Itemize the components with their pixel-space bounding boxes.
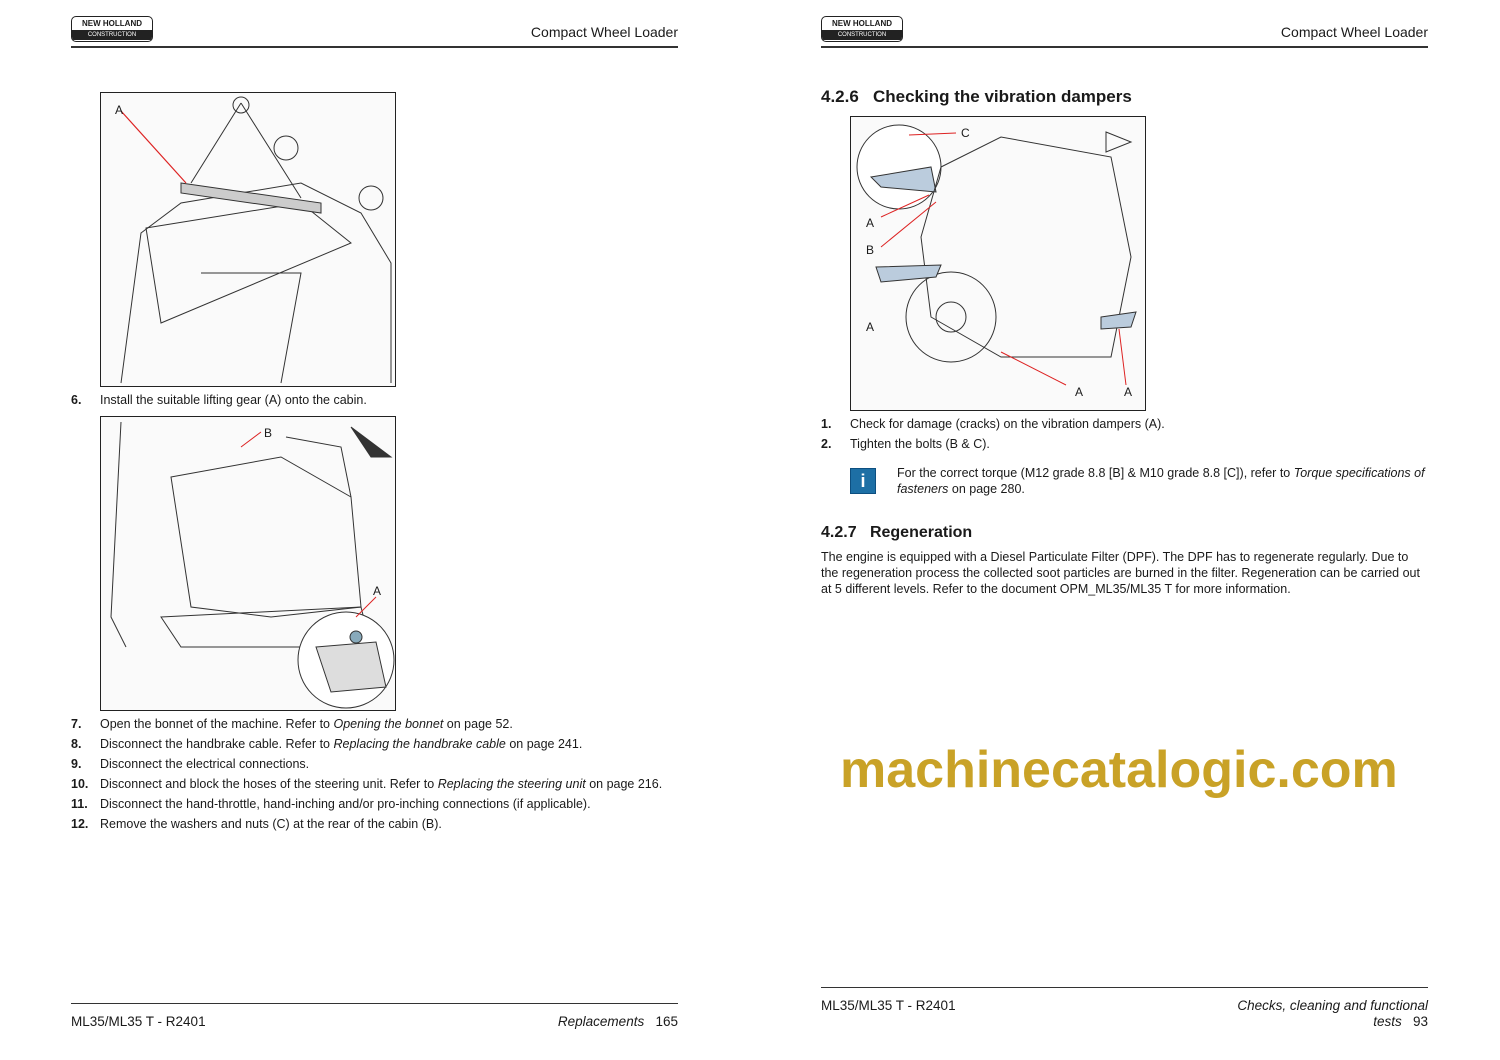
footer-model: ML35/ML35 T - R2401 xyxy=(71,1014,206,1029)
step-text: Disconnect the handbrake cable. Refer to… xyxy=(100,737,583,751)
step-item: 2. Tighten the bolts (B & C). xyxy=(821,434,1165,454)
steps-list: 7. Open the bonnet of the machine. Refer … xyxy=(71,714,662,834)
step-text: Open the bonnet of the machine. Refer to… xyxy=(100,717,513,731)
step-number: 11. xyxy=(71,797,88,811)
step-text: Disconnect and block the hoses of the st… xyxy=(100,777,663,791)
step-item: 12. Remove the washers and nuts (C) at th… xyxy=(71,814,662,834)
callout-label: A xyxy=(1075,385,1084,399)
callout-label: A xyxy=(1124,385,1133,399)
step-item: 1. Check for damage (cracks) on the vibra… xyxy=(821,414,1165,434)
page-number: 93 xyxy=(1412,1014,1428,1029)
cabin-lifting-figure: A xyxy=(100,92,396,387)
callout-label: A xyxy=(866,216,875,230)
callout-label: B xyxy=(866,243,875,257)
step-number: 8. xyxy=(71,737,82,751)
info-icon: i xyxy=(850,468,876,494)
header-rule xyxy=(821,46,1428,48)
step-item: 11. Disconnect the hand-throttle, hand-in… xyxy=(71,794,662,814)
regeneration-paragraph: The engine is equipped with a Diesel Par… xyxy=(821,550,1420,596)
page-header: Compact Wheel Loader xyxy=(530,24,678,40)
callout-label: A xyxy=(866,320,875,334)
logo-brand: NEW HOLLAND xyxy=(832,19,892,28)
section-heading: 4.2.6 Checking the vibration dampers xyxy=(821,87,1132,106)
info-note: For the correct torque (M12 grade 8.8 [B… xyxy=(897,466,1425,496)
bonnet-open-figure: B A xyxy=(100,416,396,711)
footer-section: Checks, cleaning and functional tests 93 xyxy=(1237,998,1428,1029)
header-rule xyxy=(71,46,678,48)
page-header: Compact Wheel Loader xyxy=(1280,24,1428,40)
step-text: Remove the washers and nuts (C) at the r… xyxy=(100,817,442,831)
step-text: Disconnect the electrical connections. xyxy=(100,757,310,771)
footer-rule xyxy=(71,1003,678,1004)
step-number: 6. xyxy=(71,393,82,407)
step-text: Tighten the bolts (B & C). xyxy=(850,437,990,451)
logo-brand: NEW HOLLAND xyxy=(82,19,142,28)
steps-list: 1. Check for damage (cracks) on the vibra… xyxy=(821,414,1165,454)
callout-label: A xyxy=(373,584,382,598)
step-number: 12. xyxy=(71,817,89,831)
cross-reference-link[interactable]: Torque specifications of fasteners xyxy=(897,466,1425,496)
new-holland-logo: NEW HOLLAND CONSTRUCTION xyxy=(71,16,153,42)
cross-reference-link[interactable]: Opening the bonnet xyxy=(333,717,444,731)
callout-label: C xyxy=(961,126,970,140)
step-item: 9. Disconnect the electrical connections. xyxy=(71,754,662,774)
logo-sub: CONSTRUCTION xyxy=(72,30,152,40)
footer-section: Replacements 165 xyxy=(557,1014,678,1029)
step-number: 10. xyxy=(71,777,89,791)
step-number: 1. xyxy=(821,417,832,431)
engine-dampers-figure: C A B A A A xyxy=(850,116,1146,411)
step-text: Disconnect the hand-throttle, hand-inchi… xyxy=(100,797,591,811)
logo-sub: CONSTRUCTION xyxy=(822,30,902,40)
step-text: Check for damage (cracks) on the vibrati… xyxy=(850,417,1165,431)
step-item: 7. Open the bonnet of the machine. Refer … xyxy=(71,714,662,734)
new-holland-logo: NEW HOLLAND CONSTRUCTION xyxy=(821,16,903,42)
callout-label: B xyxy=(264,426,273,440)
step-text: Install the suitable lifting gear (A) on… xyxy=(100,393,367,407)
cross-reference-link[interactable]: Replacing the handbrake cable xyxy=(333,737,506,751)
step-item: 6. Install the suitable lifting gear (A) … xyxy=(71,390,367,410)
footer-rule xyxy=(821,987,1428,988)
step-item: 10. Disconnect and block the hoses of the… xyxy=(71,774,662,794)
cross-reference-link[interactable]: Replacing the steering unit xyxy=(437,777,586,791)
watermark: machinecatalogic.com xyxy=(840,741,1398,799)
callout-label: A xyxy=(115,103,124,117)
step-number: 7. xyxy=(71,717,82,731)
step-item: 8. Disconnect the handbrake cable. Refer … xyxy=(71,734,662,754)
footer-model: ML35/ML35 T - R2401 xyxy=(821,998,956,1013)
section-heading: 4.2.7 Regeneration xyxy=(821,524,973,541)
step-number: 9. xyxy=(71,757,82,771)
step-number: 2. xyxy=(821,437,832,451)
page-number: 165 xyxy=(655,1014,678,1029)
